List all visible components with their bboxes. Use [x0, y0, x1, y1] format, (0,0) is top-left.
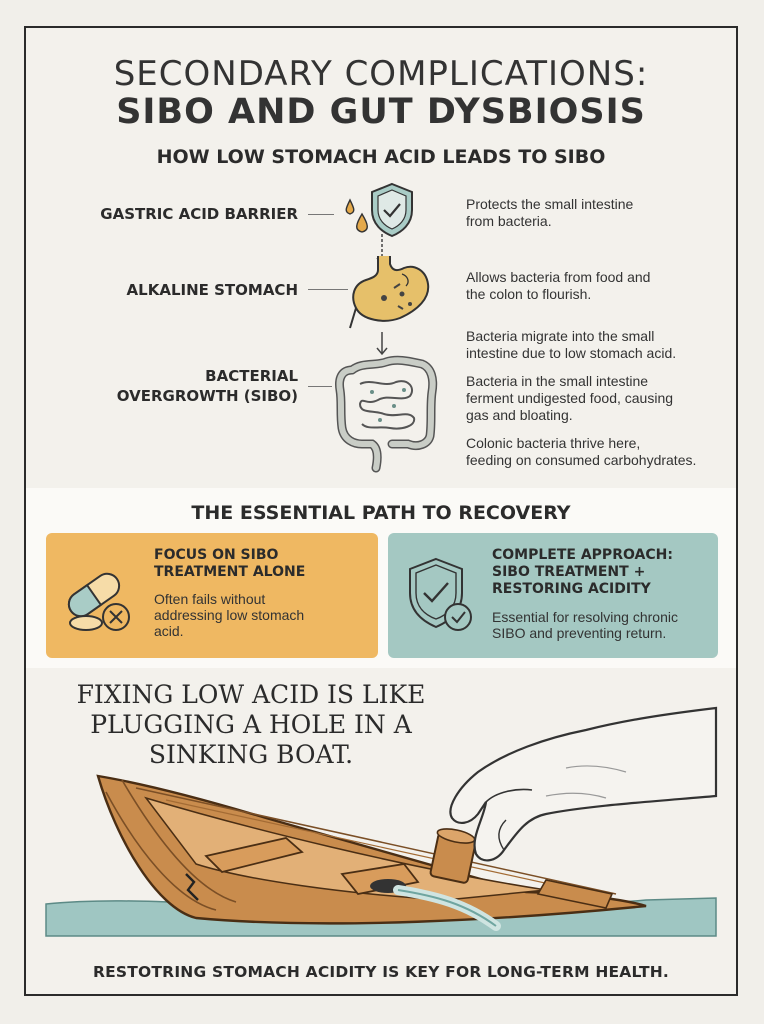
down-arrow-icon: [376, 332, 388, 356]
hand-plugging-boat-illustration: [45, 706, 718, 937]
intestines-icon: [335, 355, 438, 473]
step-desc-bacteria-ferment: Bacteria in the small intestine ferment …: [466, 373, 674, 423]
step-label-alkaline-stomach: ALKALINE STOMACH: [126, 281, 298, 299]
recovery-title: THE ESSENTIAL PATH TO RECOVERY: [191, 502, 571, 524]
section-subtitle: HOW LOW STOMACH ACID LEADS TO SIBO: [156, 146, 606, 168]
card-title-complete-approach: COMPLETE APPROACH: SIBO TREATMENT + REST…: [492, 547, 673, 597]
step-label-bacterial-overgrowth: BACTERIAL OVERGROWTH (SIBO): [116, 367, 298, 405]
step-desc-bacteria-migrate: Bacteria migrate into the small intestin…: [466, 328, 677, 361]
infographic-frame: SECONDARY COMPLICATIONS: SIBO AND GUT DY…: [24, 26, 738, 996]
shield-check-icon: [409, 557, 472, 631]
step-desc-alkaline-stomach: Allows bacteria from food and the colon …: [466, 269, 651, 302]
card-title-sibo-alone: FOCUS ON SIBO TREATMENT ALONE: [154, 547, 306, 580]
card-complete-approach: COMPLETE APPROACH: SIBO TREATMENT + REST…: [388, 533, 718, 658]
step-desc-colonic-bacteria: Colonic bacteria thrive here, feeding on…: [466, 435, 697, 468]
stomach-icon: [349, 256, 430, 329]
pill-with-x-icon: [67, 572, 130, 631]
connector-line: [308, 214, 334, 215]
step-label-gastric-acid-barrier: GASTRIC ACID BARRIER: [100, 205, 298, 223]
title-line-1: SECONDARY COMPLICATIONS:: [113, 54, 649, 94]
connector-line: [308, 386, 332, 387]
analogy-quote: FIXING LOW ACID IS LIKE PLUGGING A HOLE …: [76, 680, 426, 769]
shield-acid-drops-icon: [345, 182, 413, 238]
card-sibo-treatment-alone: FOCUS ON SIBO TREATMENT ALONE Often fail…: [46, 533, 378, 658]
card-body-sibo-alone: Often fails without addressing low stoma…: [154, 591, 305, 639]
card-body-complete-approach: Essential for resolving chronic SIBO and…: [492, 609, 678, 641]
title-line-2: SIBO AND GUT DYSBIOSIS: [116, 92, 646, 132]
step-desc-gastric-acid-barrier: Protects the small intestine from bacter…: [466, 196, 634, 229]
connector-line: [308, 289, 348, 290]
footer-message: RESTOTRING STOMACH ACIDITY IS KEY FOR LO…: [92, 963, 670, 981]
